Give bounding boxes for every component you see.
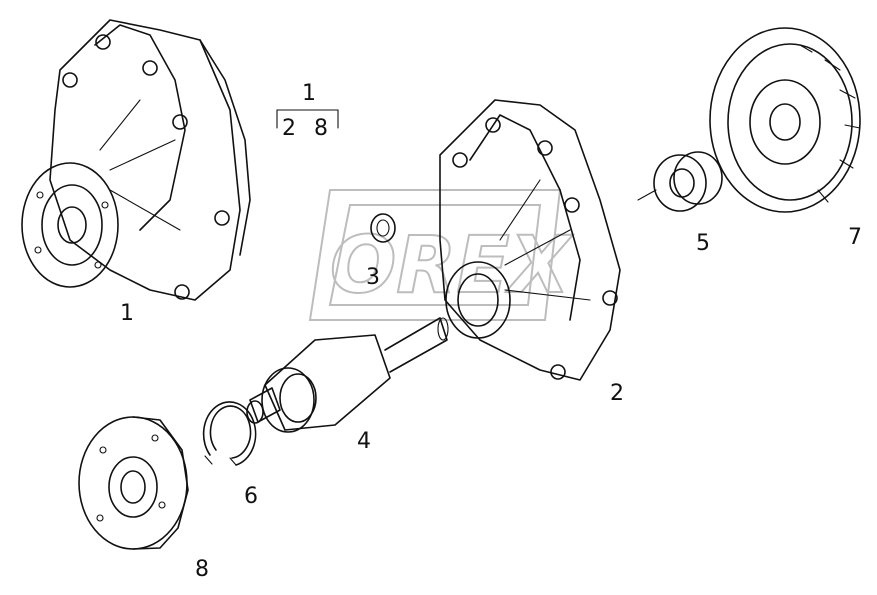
callout-3: 3 bbox=[366, 265, 380, 290]
part-seal bbox=[637, 151, 723, 212]
part-housing bbox=[439, 99, 621, 381]
part-pump-assembly bbox=[21, 19, 251, 301]
part-pulley-hub bbox=[78, 416, 189, 550]
callout-6: 6 bbox=[244, 484, 258, 509]
watermark: OREX bbox=[308, 189, 575, 321]
part-impeller bbox=[709, 27, 861, 213]
callout-2: 2 bbox=[610, 381, 624, 406]
part-plug bbox=[370, 213, 396, 243]
callout-4: 4 bbox=[357, 429, 371, 454]
callouts: 1 2 3 4 5 6 7 8 bbox=[120, 225, 862, 582]
part-snap-ring bbox=[202, 401, 257, 466]
part-shaft-bearing bbox=[246, 317, 449, 433]
legend-child-a: 2 bbox=[282, 116, 296, 141]
callout-5: 5 bbox=[696, 231, 710, 256]
callout-1: 1 bbox=[120, 301, 134, 326]
legend-child-b: 8 bbox=[314, 116, 328, 141]
assembly-legend: 1 2 8 bbox=[276, 81, 339, 141]
watermark-text: OREX bbox=[330, 221, 574, 311]
legend-parent: 1 bbox=[302, 81, 316, 106]
callout-8: 8 bbox=[195, 557, 209, 582]
callout-7: 7 bbox=[848, 225, 862, 250]
